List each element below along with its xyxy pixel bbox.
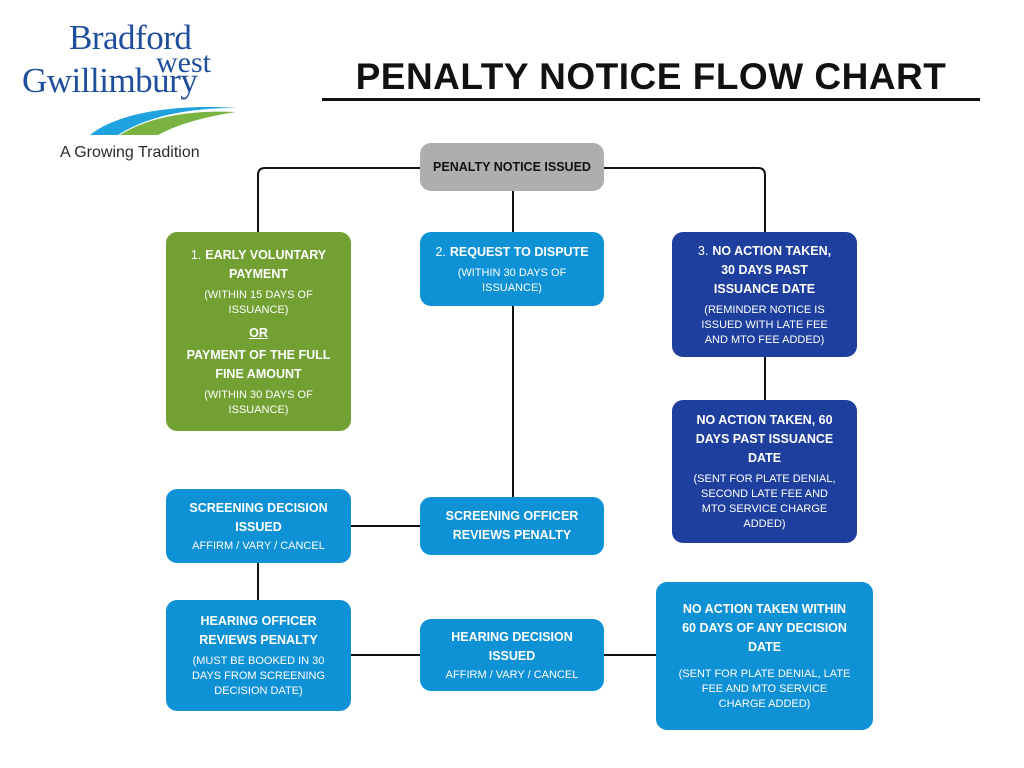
node-no-action-30-days: 3.NO ACTION TAKEN, 30 DAYS PAST ISSUANCE… xyxy=(672,232,857,357)
node-title: SCREENING DECISION ISSUED xyxy=(189,500,328,534)
node-early-voluntary-payment: 1.EARLY VOLUNTARY PAYMENT (WITHIN 15 DAY… xyxy=(166,232,351,431)
node-hearing-decision-issued: HEARING DECISION ISSUED AFFIRM / VARY / … xyxy=(420,619,604,691)
node-no-action-decision: NO ACTION TAKEN WITHIN 60 DAYS OF ANY DE… xyxy=(656,582,873,730)
node-subtitle: AFFIRM / VARY / CANCEL xyxy=(192,539,325,552)
node-number: 2. xyxy=(435,244,446,259)
node-subtitle: (WITHIN 30 DAYS OF ISSUANCE) xyxy=(457,266,567,294)
node-title: NO ACTION TAKEN WITHIN 60 DAYS OF ANY DE… xyxy=(682,602,847,654)
node-title: 3.NO ACTION TAKEN, 30 DAYS PAST ISSUANCE… xyxy=(690,242,839,299)
node-title: 1.EARLY VOLUNTARY PAYMENT xyxy=(178,246,339,284)
node-title-alternative: PAYMENT OF THE FULL FINE AMOUNT xyxy=(186,347,331,381)
node-subtitle: (SENT FOR PLATE DENIAL, SECOND LATE FEE … xyxy=(693,473,836,530)
node-title: PENALTY NOTICE ISSUED xyxy=(433,159,591,174)
node-or-label: OR xyxy=(249,325,268,340)
node-title: HEARING DECISION ISSUED xyxy=(451,629,573,663)
connector-issued-to-early xyxy=(257,167,420,232)
node-title-text: NO ACTION TAKEN, 30 DAYS PAST ISSUANCE D… xyxy=(712,243,832,296)
node-title: 2.REQUEST TO DISPUTE xyxy=(435,243,588,262)
node-no-action-60-days: NO ACTION TAKEN, 60 DAYS PAST ISSUANCE D… xyxy=(672,400,857,543)
node-screening-officer-reviews: SCREENING OFFICER REVIEWS PENALTY xyxy=(420,497,604,555)
node-subtitle: (WITHIN 15 DAYS OF ISSUANCE) xyxy=(204,288,313,316)
node-number: 1. xyxy=(190,247,202,262)
logo-swoosh-icon xyxy=(90,107,236,135)
node-subtitle-alternative: (WITHIN 30 DAYS OF ISSUANCE) xyxy=(204,388,313,416)
node-penalty-notice-issued: PENALTY NOTICE ISSUED xyxy=(420,143,604,191)
logo-text-bradford: Bradford xyxy=(69,18,192,57)
connector-issued-to-noaction30 xyxy=(604,167,766,232)
node-title-text: EARLY VOLUNTARY PAYMENT xyxy=(205,247,327,281)
node-subtitle: (REMINDER NOTICE IS ISSUED WITH LATE FEE… xyxy=(701,303,828,346)
node-hearing-officer-reviews: HEARING OFFICER REVIEWS PENALTY (MUST BE… xyxy=(166,600,351,711)
node-screening-decision-issued: SCREENING DECISION ISSUED AFFIRM / VARY … xyxy=(166,489,351,563)
node-subtitle: (MUST BE BOOKED IN 30 DAYS FROM SCREENIN… xyxy=(191,655,326,697)
node-title: NO ACTION TAKEN, 60 DAYS PAST ISSUANCE D… xyxy=(695,413,834,465)
logo-text-west: west xyxy=(156,46,211,79)
node-number: 3. xyxy=(697,243,709,258)
page-title: PENALTY NOTICE FLOW CHART xyxy=(355,56,947,97)
node-subtitle: (SENT FOR PLATE DENIAL, LATE FEE AND MTO… xyxy=(678,668,851,710)
municipality-logo: Bradford west Gwillimbury A Growing Trad… xyxy=(18,18,248,168)
title-underline xyxy=(322,98,980,101)
node-subtitle: AFFIRM / VARY / CANCEL xyxy=(445,668,579,681)
node-title: SCREENING OFFICER REVIEWS PENALTY xyxy=(445,509,579,542)
node-title: HEARING OFFICER REVIEWS PENALTY xyxy=(199,614,318,647)
logo-tagline: A Growing Tradition xyxy=(60,144,200,161)
node-title-text: REQUEST TO DISPUTE xyxy=(449,244,589,259)
node-request-to-dispute: 2.REQUEST TO DISPUTE (WITHIN 30 DAYS OF … xyxy=(420,232,604,306)
logo-text-gwillimbury: Gwillimbury xyxy=(22,61,198,100)
